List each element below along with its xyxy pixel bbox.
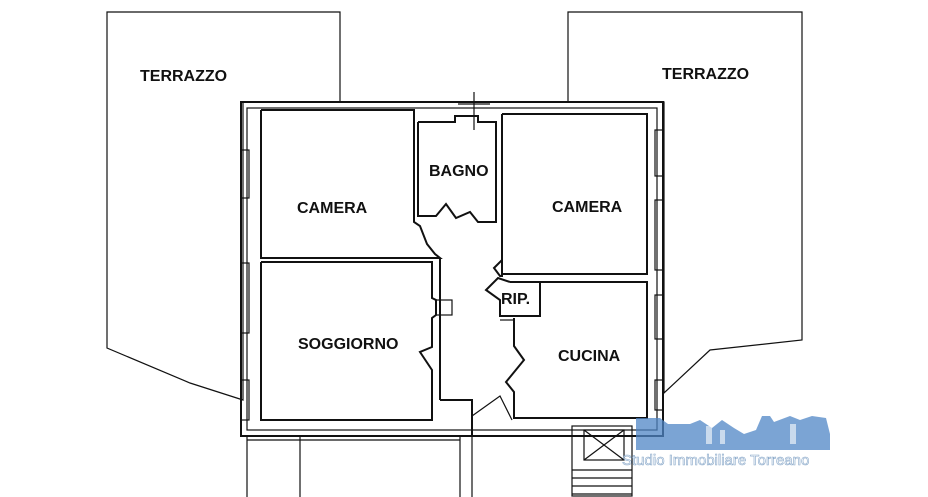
camera-right-label: CAMERA (552, 199, 623, 216)
bagno-label: BAGNO (429, 163, 489, 180)
entrance-door-swing (471, 395, 513, 421)
cucina-label: CUCINA (558, 348, 621, 365)
logo-skyline-icon (636, 416, 830, 450)
ripostiglio-label: RIP. (501, 291, 530, 308)
bagno-walls (417, 115, 497, 223)
camera-left-walls (260, 109, 443, 259)
watermark-text: Studio Immobiliare Torreano (622, 452, 809, 469)
camera-left-label: CAMERA (297, 200, 368, 217)
cucina-walls (504, 281, 648, 419)
watermark-logo: Studio Immobiliare Torreano (622, 416, 830, 469)
corridor-column (435, 299, 453, 316)
soggiorno-walls (260, 261, 437, 421)
terrazzo-right-label: TERRAZZO (662, 66, 749, 83)
lower-building-lines (246, 436, 473, 497)
corridor-bottom (440, 399, 473, 436)
apartment-outer-wall (240, 101, 664, 437)
ripostiglio-walls (484, 276, 541, 317)
windows-right (654, 129, 664, 411)
windows-left (240, 149, 250, 421)
staircase (571, 425, 633, 497)
terrazzo-left-label: TERRAZZO (140, 68, 227, 85)
apartment-inner-wall (246, 107, 658, 431)
soggiorno-label: SOGGIORNO (298, 336, 398, 353)
camera-right-walls (492, 113, 648, 277)
terrace-left-outline (106, 11, 341, 401)
